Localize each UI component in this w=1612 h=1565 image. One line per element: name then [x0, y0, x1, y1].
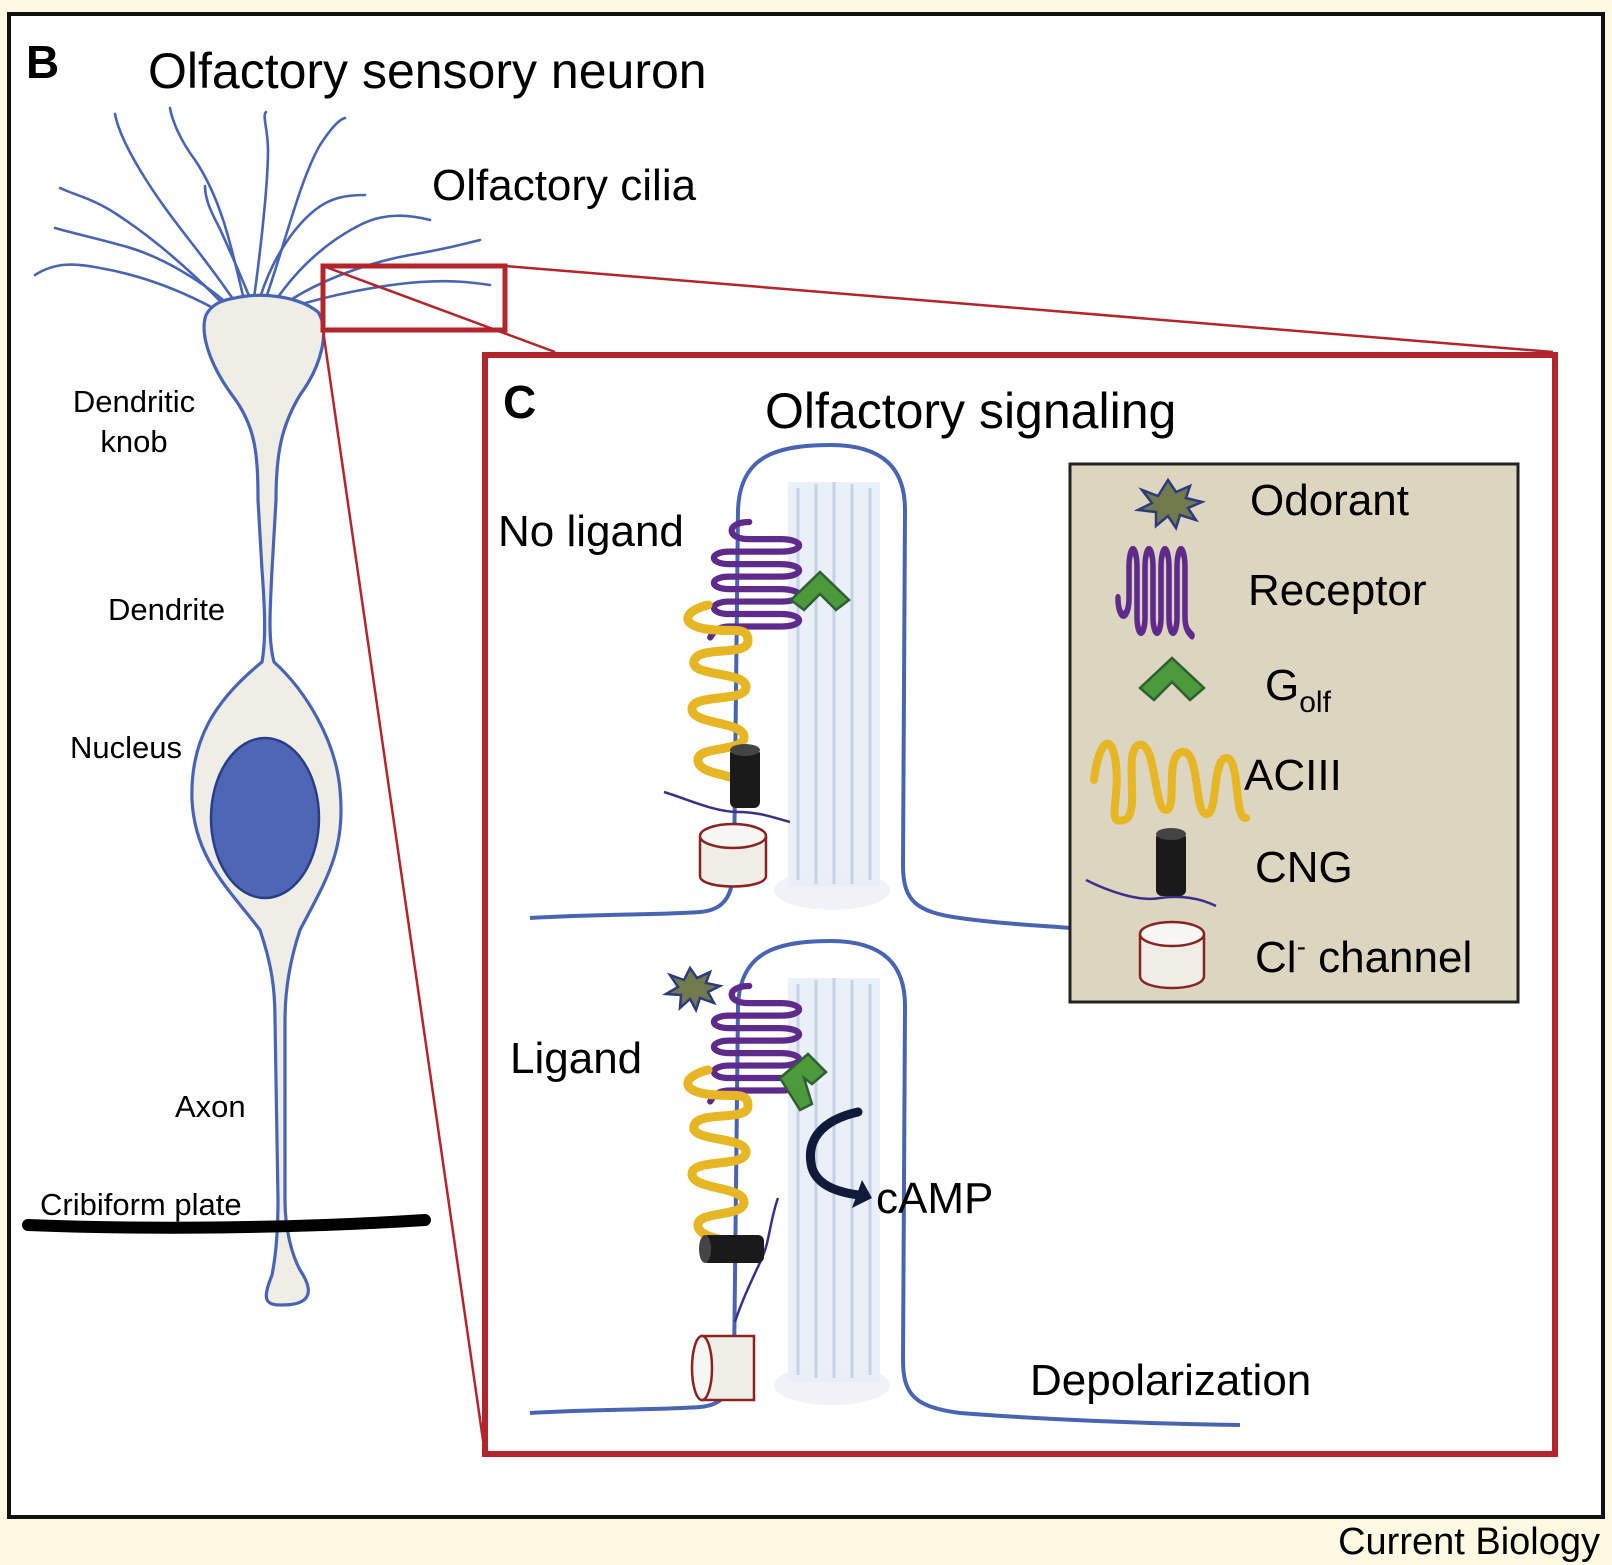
legend-box [1068, 462, 1520, 1004]
label-nucleus: Nucleus [70, 730, 182, 765]
legend: Odorant Receptor Golf ACIII CNG Cl- cha [1068, 462, 1520, 1004]
cng-icon [1085, 828, 1217, 908]
zoom-indicator [320, 263, 1554, 1455]
label-camp: cAMP [876, 1174, 993, 1223]
panel-c-title: Olfactory signaling [765, 383, 1176, 439]
panel-c-letter: C [503, 376, 536, 428]
golf-icon-lower [778, 1052, 828, 1112]
label-cribiform-plate: Cribiform plate [40, 1187, 242, 1222]
olfactory-cilia [33, 106, 492, 311]
legend-golf-label: Golf [1265, 661, 1332, 719]
label-no-ligand: No ligand [498, 507, 684, 556]
panel-b-title: Olfactory sensory neuron [148, 43, 707, 99]
label-olfactory-cilia: Olfactory cilia [432, 161, 697, 210]
label-ligand: Ligand [510, 1034, 642, 1083]
odorant-icon [1133, 477, 1206, 531]
panel-b-letter: B [26, 36, 59, 88]
odorant-icon-bound [661, 965, 724, 1014]
nucleus-shape [209, 736, 321, 900]
legend-receptor-label: Receptor [1248, 566, 1427, 615]
cl-channel-icon [1138, 920, 1206, 990]
label-dendrite: Dendrite [108, 592, 225, 627]
label-dendritic: Dendritic [73, 384, 195, 419]
legend-cng-label: CNG [1255, 843, 1353, 892]
cilium-no-ligand: No ligand [498, 442, 1071, 930]
label-knob: knob [100, 424, 167, 459]
cilium-ligand: Ligand cAMP Depolarization [510, 938, 1311, 1427]
cl-channel-icon-upper [698, 822, 768, 888]
legend-aciii-label: ACIII [1244, 751, 1342, 800]
legend-golf-main: G [1265, 661, 1299, 710]
credit-text: Current Biology [1338, 1521, 1600, 1563]
legend-golf-sub: olf [1299, 686, 1331, 719]
cng-icon-upper [663, 744, 791, 824]
legend-cl-main: Cl [1255, 933, 1297, 982]
cribiform-plate-line [22, 1214, 431, 1234]
camp-arrow [806, 1107, 872, 1208]
golf-icon-upper [789, 570, 851, 612]
golf-icon [1138, 656, 1206, 702]
panel-b: B Olfactory sensory neuron Olfactory cil… [22, 36, 707, 1307]
label-depolarization: Depolarization [1030, 1356, 1311, 1405]
label-axon: Axon [175, 1089, 246, 1124]
legend-odorant-label: Odorant [1250, 476, 1409, 525]
legend-cl-channel-label: Cl- channel [1255, 931, 1472, 982]
cl-channel-icon-lower [690, 1334, 756, 1402]
legend-cl-rest: channel [1306, 933, 1472, 982]
panel-c: C Olfactory signaling [482, 352, 1558, 1457]
legend-cl-sup: - [1297, 931, 1306, 962]
cng-icon-lower [699, 1197, 780, 1323]
